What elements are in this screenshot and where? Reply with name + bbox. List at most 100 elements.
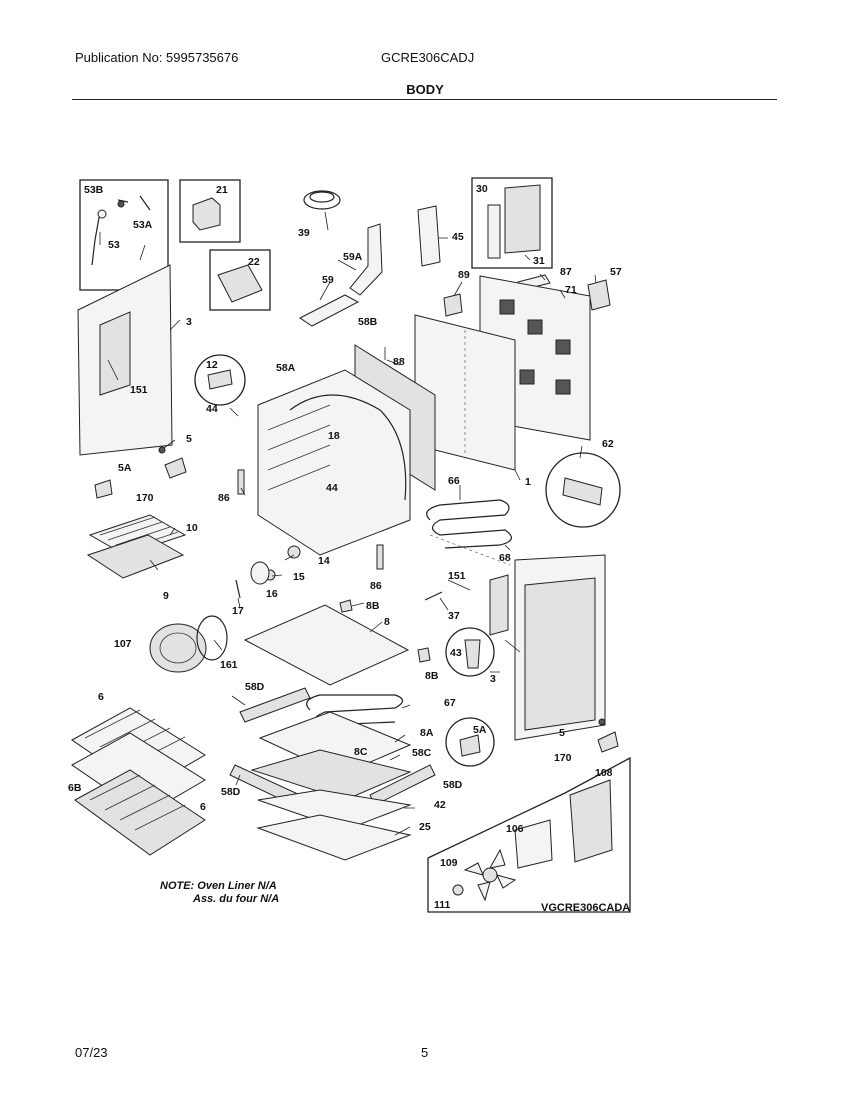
label-31: 31 [533,255,545,267]
publication-number: Publication No: 5995735676 [75,50,239,65]
label-89: 89 [458,269,470,281]
label-8: 8 [384,616,390,628]
part-30-cover [504,184,541,254]
label-109: 109 [440,857,458,869]
label-111: 111 [434,899,451,911]
footer-page-number: 5 [421,1045,429,1060]
inset-box-21 [179,179,241,243]
label-37: 37 [448,610,460,622]
label-86-right: 86 [370,580,382,592]
leader-lines [99,211,597,836]
part-16-lens [250,561,270,585]
label-5a-right: 5A [473,724,487,736]
label-86-left: 86 [218,492,230,504]
part-170-leveler-right [597,731,619,753]
label-6b: 6B [68,782,82,794]
label-17: 17 [232,605,244,617]
part-5-screw-right [598,718,606,726]
label-58c: 58C [412,747,432,759]
label-59: 59 [322,274,334,286]
label-53: 53 [108,239,120,251]
part-5a-foot-right [459,734,481,757]
label-170-right: 170 [554,752,572,764]
label-6-bottom: 6 [200,801,206,813]
header-rule [72,99,777,100]
label-15: 15 [293,571,305,583]
part-66-broil-element [426,499,512,549]
label-5-left: 5 [186,433,192,445]
label-14: 14 [318,555,330,567]
label-58d-left: 58D [221,786,241,798]
part-58d-insulation-left [239,687,311,723]
label-58a: 58A [276,362,296,374]
part-17-wire [235,579,241,599]
part-151-bracket-right [489,574,509,636]
label-58b: 58B [358,316,378,328]
label-88: 88 [393,356,405,368]
part-108-fan-housing [569,779,613,863]
label-8a: 8A [420,727,434,739]
part-111-nut [452,884,464,896]
part-43-screw [464,639,481,669]
oven-rack-guides [267,404,331,491]
footer-date: 07/23 [75,1045,108,1060]
label-9: 9 [163,590,169,602]
part-39-coil [303,190,341,210]
label-43: 43 [450,647,462,659]
inset-box-22 [209,249,271,311]
rack-upper-wires [84,709,186,766]
label-44-center: 44 [326,482,338,494]
part-58a-oven-cavity [257,369,411,556]
label-44-left: 44 [206,403,218,415]
label-58d-top: 58D [245,681,265,693]
inset-box-convection [427,756,631,913]
label-25: 25 [419,821,431,833]
label-6-top: 6 [98,691,104,703]
part-59-duct [299,294,360,327]
label-58d-right: 58D [443,779,463,791]
part-57-vent [587,279,611,311]
part-53b-screw [117,200,125,208]
label-16: 16 [266,588,278,600]
model-number: GCRE306CADJ [381,50,475,65]
note-oven-liner-fr: Ass. du four N/A [192,893,279,905]
part-8b-clip-top [339,599,353,613]
label-170-left: 170 [136,492,154,504]
part-53-sensor [97,209,107,219]
part-12-sensor [207,369,233,390]
part-14-lamp-socket [287,545,301,559]
label-67: 67 [444,697,456,709]
label-3-right: 3 [490,673,496,685]
label-12: 12 [206,359,218,371]
part-86-bracket-right [376,544,384,570]
inset-circle-5a [445,717,495,767]
part-86-bracket-left [237,469,245,495]
fan-cover-grille [159,632,197,664]
label-8b-bottom: 8B [425,670,439,682]
figure-code: VGCRE306CADA [541,902,630,914]
label-62: 62 [602,438,614,450]
label-53a: 53A [133,219,153,231]
label-151-right: 151 [448,570,466,582]
note-oven-liner: NOTE: Oven Liner N/A [160,880,277,892]
label-57: 57 [610,266,622,278]
part-5-screw-left [158,446,166,454]
label-42: 42 [434,799,446,811]
label-10: 10 [186,522,198,534]
label-30: 30 [476,183,488,195]
part-59a-duct [349,223,383,296]
broiler-grid-slots [99,516,179,551]
label-21: 21 [216,184,228,196]
label-71: 71 [565,284,577,296]
part-8b-clip-bottom [417,647,431,663]
label-39: 39 [298,227,310,239]
part-58c-insulation-pad [250,749,412,801]
label-8c: 8C [354,746,368,758]
part-8-bottom-tray [243,604,410,686]
label-59a: 59A [343,251,363,263]
label-53b: 53B [84,184,104,196]
inset-circle-43 [445,627,495,677]
part-62-terminal-block [562,477,603,506]
label-161: 161 [220,659,238,671]
part-9-broiler-pan [86,534,185,579]
